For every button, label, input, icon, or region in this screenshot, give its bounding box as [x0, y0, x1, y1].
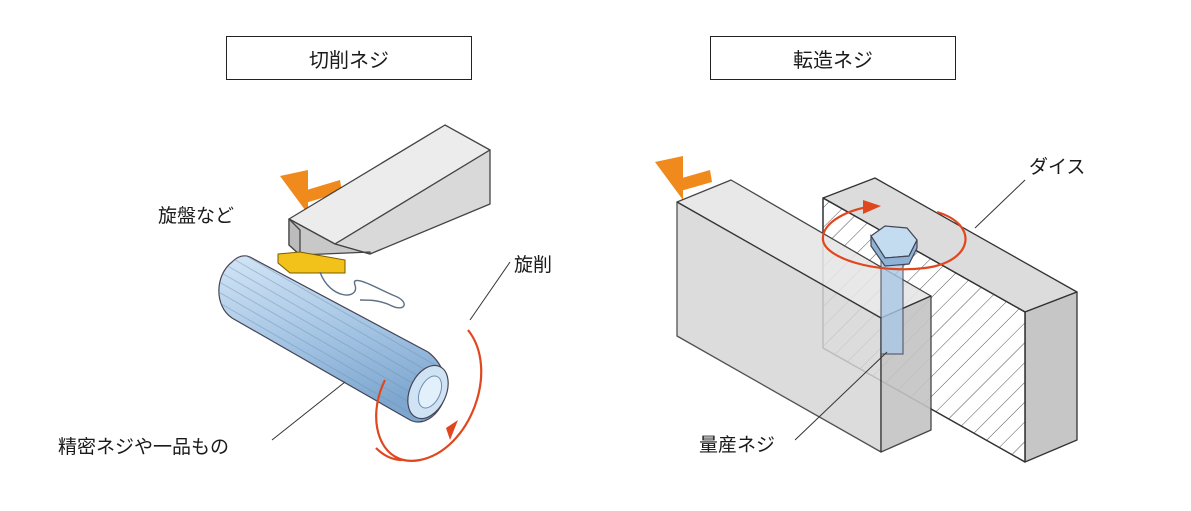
- threaded-rod: [218, 255, 449, 423]
- rotation-arrow: [375, 329, 483, 462]
- feed-arrow-right: [655, 156, 712, 200]
- label-process: 旋削: [514, 254, 553, 276]
- cutting-insert: [277, 251, 346, 274]
- lathe-tool: [288, 124, 491, 256]
- right-title-box: 転造ネジ: [710, 36, 956, 80]
- leader-process: [469, 261, 511, 321]
- rolling-illustration: [655, 156, 1078, 463]
- bolt: [870, 225, 918, 355]
- leader-bolt: [794, 351, 888, 441]
- label-die: ダイス: [1029, 156, 1086, 178]
- label-tool: 旋盤など: [158, 205, 235, 227]
- left-panel-cutting: 切削ネジ: [0, 0, 595, 511]
- right-title: 転造ネジ: [793, 47, 873, 72]
- rotation-ring: [821, 200, 967, 271]
- metal-chip: [319, 271, 405, 309]
- label-product: 精密ネジや一品もの: [58, 436, 230, 458]
- cutting-illustration: [218, 124, 511, 462]
- label-bolt: 量産ネジ: [699, 434, 776, 456]
- right-panel-rolling: 転造ネジ: [595, 0, 1190, 511]
- feed-arrow: [280, 170, 342, 214]
- left-title-box: 切削ネジ: [226, 36, 472, 80]
- left-title: 切削ネジ: [309, 47, 389, 72]
- leader-die: [974, 179, 1026, 229]
- leader-product: [271, 381, 346, 441]
